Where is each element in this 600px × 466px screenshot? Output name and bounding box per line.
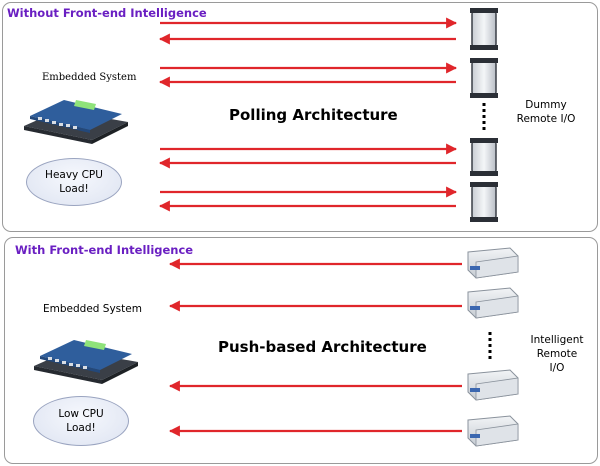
- embedded-computer-device-bottom: [34, 340, 138, 384]
- embedded-system-label-top: Embedded System: [42, 72, 137, 83]
- with-intelligence-title: With Front-end Intelligence: [15, 243, 194, 257]
- dummy-remote-io-label: Dummy Remote I/O: [516, 99, 576, 125]
- dummy-io-device-3: [470, 138, 498, 176]
- embedded-system-label-bottom: Embedded System: [43, 303, 142, 315]
- dummy-io-device-1: [470, 8, 498, 50]
- polling-architecture-label: Polling Architecture: [229, 106, 398, 124]
- dummy-io-device-4: [470, 182, 498, 222]
- intelligent-io-module-3: [467, 369, 519, 401]
- without-intelligence-title: Without Front-end Intelligence: [7, 6, 207, 20]
- dummy-io-device-2: [470, 58, 498, 98]
- intelligent-io-module-4: [467, 415, 519, 447]
- intelligent-io-module-2: [467, 287, 519, 319]
- embedded-computer-device-top: [24, 100, 128, 144]
- intelligent-remote-io-label: Intelligent Remote I/O: [530, 334, 584, 374]
- intelligent-io-module-1: [467, 247, 519, 279]
- push-architecture-label: Push-based Architecture: [218, 338, 427, 356]
